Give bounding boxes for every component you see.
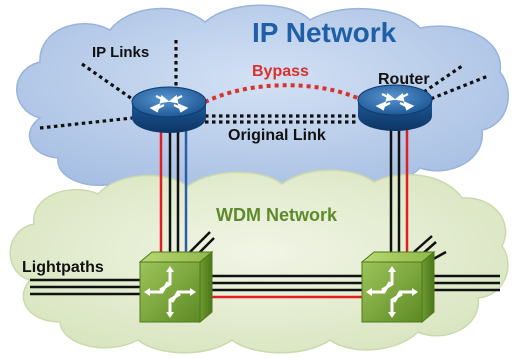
ip-links-label: IP Links: [92, 44, 149, 61]
optical-switch-icon: [360, 250, 436, 324]
ip-link-left: [81, 62, 139, 105]
router-to-switch-fibers-left: [159, 130, 188, 258]
optical-switch-icon: [138, 250, 214, 324]
bypass-link: [204, 83, 363, 104]
wdm-network-title: WDM Network: [216, 205, 338, 225]
router-icon: [357, 84, 433, 131]
original-link-label: Original Link: [228, 127, 326, 144]
lightpaths: [30, 231, 500, 299]
router-icon: [131, 86, 207, 133]
bypass-label: Bypass: [252, 63, 309, 80]
ip-link-far-left: [39, 116, 133, 130]
router-label: Router: [378, 71, 430, 88]
lightpaths-label: Lightpaths: [22, 259, 104, 276]
ip-link-right: [417, 74, 489, 106]
router-to-switch-fibers-right: [389, 126, 409, 262]
ip-network-title: IP Network: [252, 17, 397, 48]
